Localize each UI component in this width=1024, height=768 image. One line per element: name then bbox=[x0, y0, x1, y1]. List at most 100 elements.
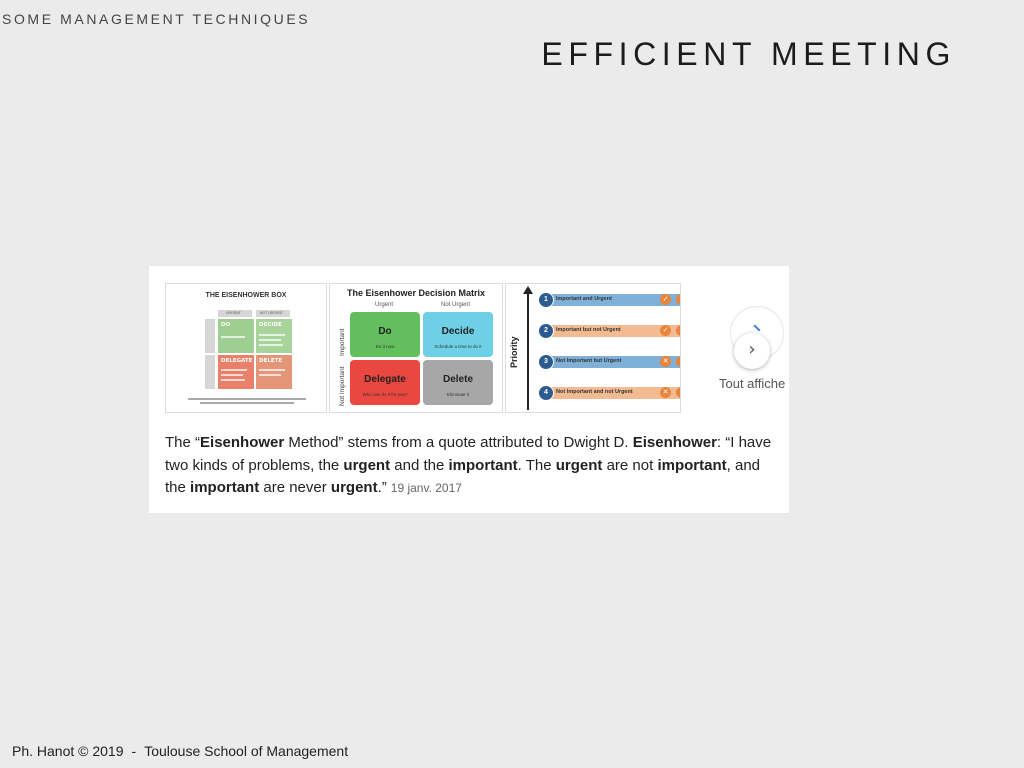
column-label: Not Urgent bbox=[441, 302, 471, 308]
quote-text: and the bbox=[390, 456, 449, 474]
check-icon: ✓ bbox=[660, 325, 671, 336]
priority-bar bbox=[546, 387, 680, 399]
text-line bbox=[221, 374, 243, 376]
eisenhower-box-thumbnail[interactable]: THE EISENHOWER BOX URGENT NOT URGENT DO … bbox=[165, 283, 327, 413]
footer-author: Ph. Hanot © 2019 bbox=[12, 743, 124, 759]
text-line bbox=[221, 369, 247, 371]
row-label: Important bbox=[339, 328, 346, 356]
delete-quadrant: DELETE bbox=[256, 355, 292, 389]
priority-text: Important and Urgent bbox=[556, 296, 612, 302]
slide-title: EFFICIENT MEETING bbox=[541, 36, 956, 72]
cell-sublabel: Who can do it for you? bbox=[362, 392, 408, 397]
loading-spinner-icon bbox=[753, 324, 761, 332]
footnote-line bbox=[200, 402, 294, 404]
status-dot-icon bbox=[676, 356, 680, 367]
text-line bbox=[259, 344, 283, 346]
row-header bbox=[205, 319, 215, 353]
text-line bbox=[259, 339, 281, 341]
quote-bold: important bbox=[657, 456, 727, 474]
quote-text: .” bbox=[377, 479, 387, 496]
arrow-up-icon bbox=[523, 286, 533, 294]
quadrant-label: DO bbox=[221, 322, 231, 328]
text-line bbox=[221, 336, 245, 338]
cross-icon: ✕ bbox=[660, 356, 671, 367]
quadrant-label: DELETE bbox=[259, 358, 283, 364]
quote-text: : “I have two kinds of problems, the bbox=[165, 434, 772, 474]
quote-text: Method” stems from a quote attributed to… bbox=[284, 434, 633, 451]
chevron-right-icon: › bbox=[748, 339, 756, 360]
text-line bbox=[221, 379, 245, 381]
column-header bbox=[218, 310, 252, 317]
priority-bar bbox=[546, 356, 680, 368]
footer-separator: - bbox=[131, 743, 137, 759]
do-quadrant: DO bbox=[218, 319, 254, 353]
next-images-button[interactable]: › bbox=[734, 333, 770, 369]
thumbnail-title: The Eisenhower Decision Matrix bbox=[346, 288, 486, 298]
quote-bold: Eisenhower bbox=[200, 434, 285, 451]
text-line bbox=[259, 369, 285, 371]
cross-icon: ✕ bbox=[660, 387, 671, 398]
search-result-card: THE EISENHOWER BOX URGENT NOT URGENT DO … bbox=[149, 266, 789, 513]
show-all-label[interactable]: Tout affiche bbox=[719, 376, 786, 391]
column-label: Urgent bbox=[375, 302, 394, 308]
cell-label: Delegate bbox=[364, 374, 406, 385]
column-label: URGENT bbox=[226, 311, 241, 315]
thumbnail-title: THE EISENHOWER BOX bbox=[205, 292, 287, 299]
quote-text: . The bbox=[517, 456, 556, 474]
quote-text: The “ bbox=[165, 434, 201, 451]
priority-number: 1 bbox=[538, 292, 554, 308]
slide-footer: Ph. Hanot © 2019-Toulouse School of Mana… bbox=[12, 743, 348, 759]
row-header bbox=[205, 355, 215, 389]
do-cell: Do Do it now bbox=[350, 312, 420, 357]
delegate-quadrant: DELEGATE bbox=[218, 355, 254, 389]
priority-number: 2 bbox=[538, 323, 554, 339]
priority-number: 3 bbox=[538, 354, 554, 370]
quote-bold: important bbox=[448, 456, 518, 474]
quote-text: are never bbox=[259, 479, 331, 496]
priority-item: 2 Important but not Urgent ✓ bbox=[538, 323, 680, 339]
status-dot-icon bbox=[676, 387, 680, 398]
quote-bold: urgent bbox=[330, 479, 378, 496]
delegate-cell: Delegate Who can do it for you? bbox=[350, 360, 420, 405]
quote-bold: important bbox=[190, 479, 260, 496]
row-label: Not Important bbox=[339, 366, 346, 406]
axis-label: Priority bbox=[509, 336, 519, 368]
text-line bbox=[259, 374, 281, 376]
priority-list-thumbnail[interactable]: Priority 1 Important and Urgent ✓ 2 Impo… bbox=[505, 283, 681, 413]
check-icon: ✓ bbox=[660, 294, 671, 305]
status-dot-icon bbox=[676, 325, 680, 336]
cell-label: Decide bbox=[441, 326, 475, 337]
status-dot-icon bbox=[676, 294, 680, 305]
priority-bar bbox=[546, 325, 680, 337]
priority-number: 4 bbox=[538, 385, 554, 401]
quadrant-label: DELEGATE bbox=[221, 358, 253, 364]
priority-bar bbox=[546, 294, 680, 306]
cell-label: Do bbox=[378, 326, 392, 337]
section-title: SOME MANAGEMENT TECHNIQUES bbox=[2, 11, 311, 27]
quote-text: , and the bbox=[165, 456, 761, 497]
priority-text: Important but not Urgent bbox=[556, 327, 621, 333]
cell-label: Delete bbox=[442, 374, 473, 385]
quadrant-label: DECIDE bbox=[259, 322, 282, 328]
priority-item: 3 Not Important but Urgent ✕ bbox=[538, 354, 680, 370]
priority-item: 4 Not Important and not Urgent ✕ bbox=[538, 385, 680, 401]
text-line bbox=[259, 334, 285, 336]
priority-text: Not Important but Urgent bbox=[556, 358, 622, 364]
priority-item: 1 Important and Urgent ✓ bbox=[538, 292, 680, 308]
decision-matrix-thumbnail[interactable]: The Eisenhower Decision Matrix Urgent No… bbox=[329, 283, 503, 413]
decide-quadrant: DECIDE bbox=[256, 319, 292, 353]
quote-bold: Eisenhower bbox=[632, 434, 717, 451]
quote-text: are not bbox=[602, 456, 658, 474]
cell-sublabel: Do it now bbox=[375, 344, 395, 349]
quote-date: 19 janv. 2017 bbox=[390, 481, 462, 495]
cell-sublabel: Eliminate it bbox=[446, 392, 469, 397]
footer-school: Toulouse School of Management bbox=[144, 743, 349, 759]
delete-cell: Delete Eliminate it bbox=[423, 360, 493, 405]
priority-text: Not Important and not Urgent bbox=[556, 389, 633, 395]
column-header bbox=[256, 310, 290, 317]
priority-axis bbox=[527, 292, 529, 410]
quote-snippet: The “Eisenhower Method” stems from a quo… bbox=[165, 432, 775, 500]
quote-bold: urgent bbox=[555, 456, 603, 474]
footnote-line bbox=[188, 398, 306, 400]
cell-sublabel: Schedule a time to do it bbox=[434, 344, 482, 349]
